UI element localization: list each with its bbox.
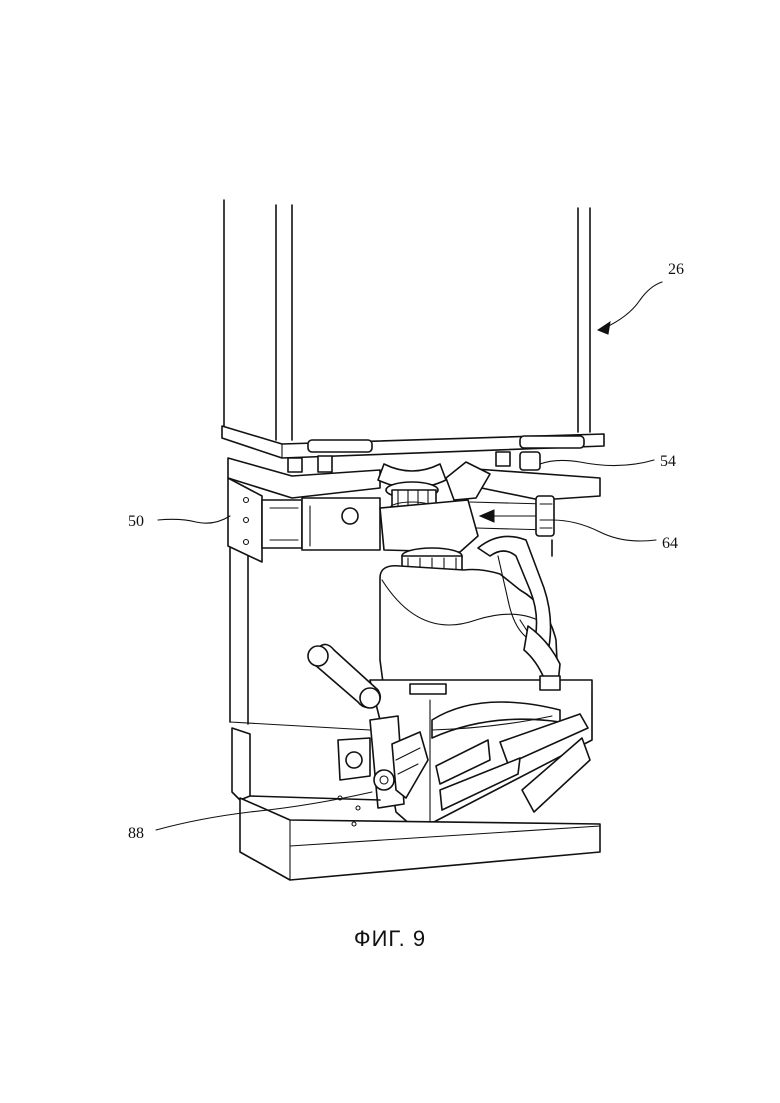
label-26: 26 [668,261,684,278]
lever-handle [308,644,380,708]
container-bottle [380,536,560,690]
figure-caption: ФИГ. 9 [354,926,426,951]
column-base-plate [222,426,604,458]
label-64: 64 [662,535,678,552]
label-88: 88 [128,825,144,842]
label-50: 50 [128,513,144,530]
upper-column [224,200,590,440]
label-54: 54 [660,453,676,470]
